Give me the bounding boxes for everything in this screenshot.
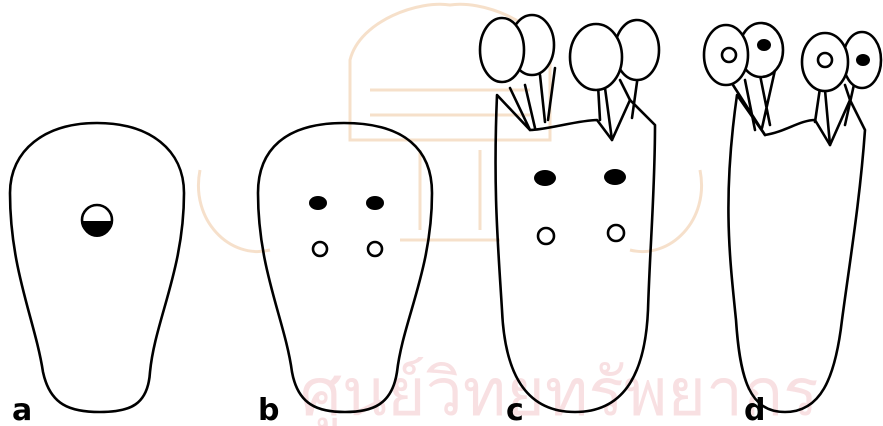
filled-dot <box>757 39 771 51</box>
open-dot <box>368 242 382 256</box>
panel-a: a <box>10 123 184 426</box>
open-dot <box>538 228 554 244</box>
stalk <box>510 68 555 130</box>
panel-label-b: b <box>258 393 279 426</box>
open-dot <box>722 48 736 62</box>
panel-label-c: c <box>506 393 524 426</box>
filled-dot <box>366 196 384 210</box>
filled-dot <box>604 169 626 185</box>
filled-dot <box>534 170 556 186</box>
filled-dot <box>309 196 327 210</box>
bulb <box>570 24 622 90</box>
open-dot <box>313 242 327 256</box>
open-dot <box>818 53 832 67</box>
cell-outline-a <box>10 123 184 412</box>
panel-label-a: a <box>12 393 32 426</box>
bulb <box>480 18 524 82</box>
filled-dot <box>856 54 870 66</box>
panel-label-d: d <box>744 393 765 426</box>
open-dot <box>608 225 624 241</box>
half-filled-nucleus-a <box>82 205 112 237</box>
